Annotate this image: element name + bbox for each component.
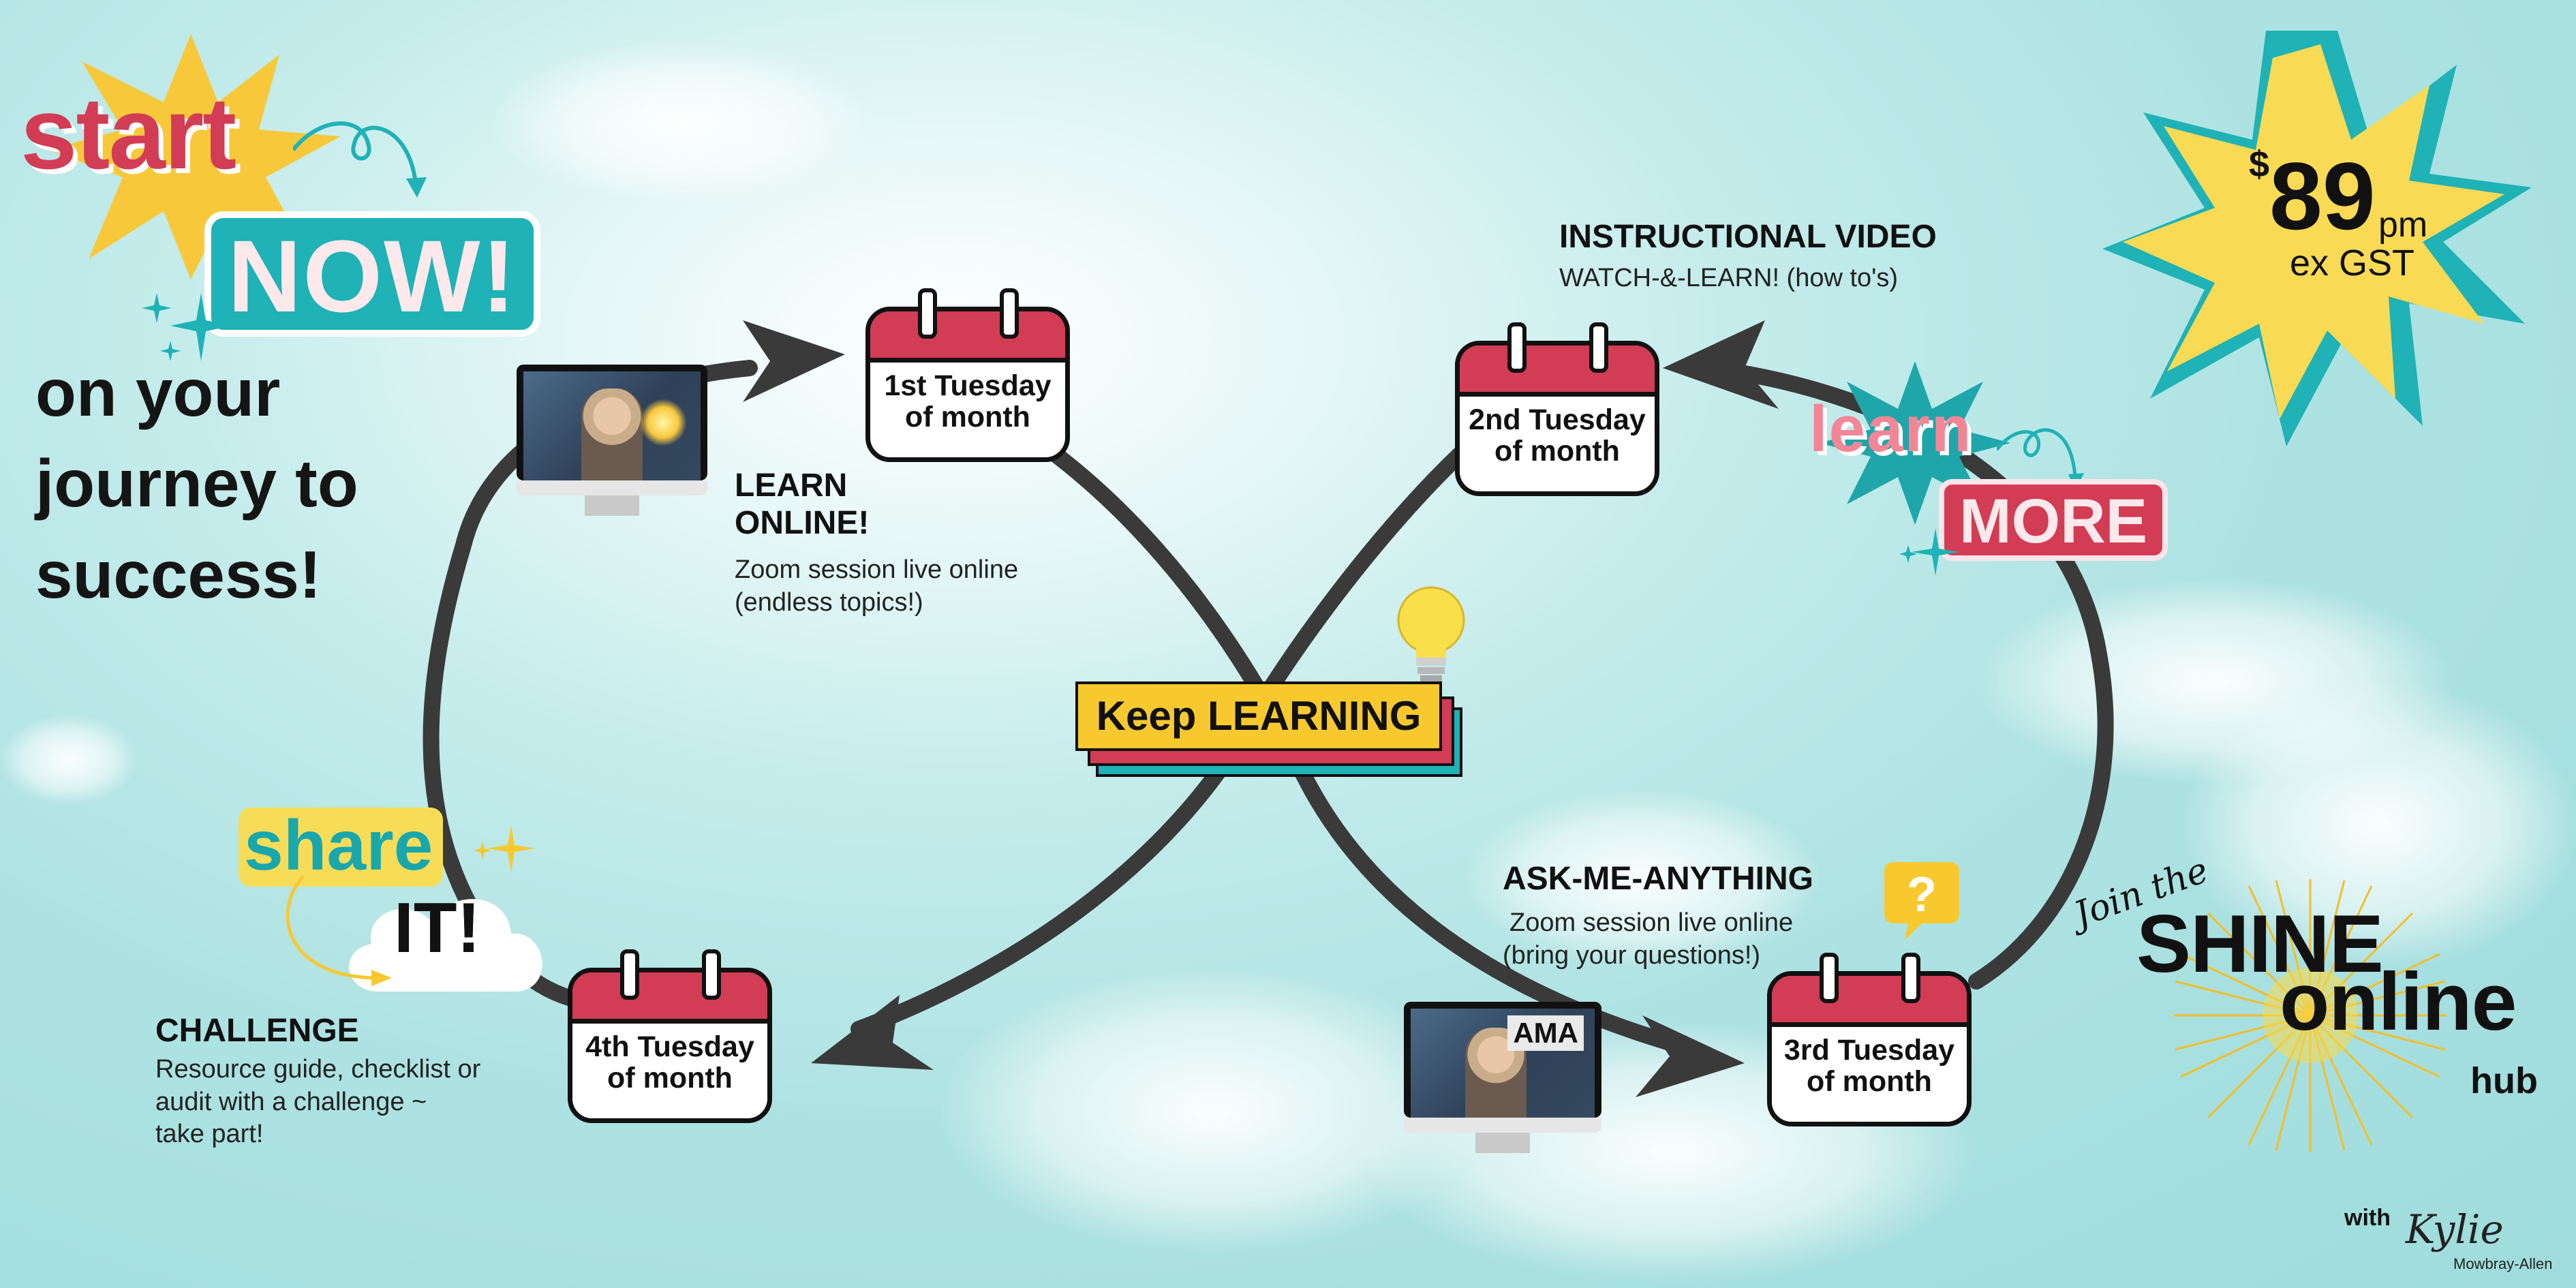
it-word: IT! bbox=[394, 889, 481, 968]
curve-arrow-icon bbox=[286, 876, 392, 986]
week1-heading-1: LEARN bbox=[735, 467, 848, 504]
week1-label-line1: 1st Tuesday bbox=[884, 369, 1052, 402]
week3-heading: ASK-ME-ANYTHING bbox=[1503, 861, 1813, 897]
week4-desc-3: take part! bbox=[155, 1120, 264, 1148]
week4-label-line2: of month bbox=[607, 1062, 733, 1095]
calendar-week3: 3rd Tuesday of month bbox=[1767, 953, 1972, 1126]
week1-desc-1: Zoom session live online bbox=[735, 555, 1019, 584]
week3-label-line1: 3rd Tuesday bbox=[1783, 1034, 1955, 1067]
arrow-to-week1 bbox=[743, 320, 845, 402]
hero-line-1: on your bbox=[35, 355, 281, 430]
cloud bbox=[0, 716, 136, 804]
svg-text:?: ? bbox=[1907, 868, 1937, 922]
week2-desc: WATCH-&-LEARN! (how to's) bbox=[1559, 264, 1899, 292]
week2-heading: INSTRUCTIONAL VIDEO bbox=[1559, 219, 1937, 255]
shine-label: SHINE bbox=[2136, 898, 2384, 990]
week2-label-line2: of month bbox=[1494, 435, 1620, 468]
week2-label-line1: 2nd Tuesday bbox=[1469, 403, 1646, 436]
sparkle-icon bbox=[142, 293, 232, 361]
week1-description: LEARN ONLINE! Zoom session live online (… bbox=[735, 467, 1018, 619]
video-monitor-icon bbox=[517, 365, 707, 516]
start-heading: start bbox=[20, 76, 236, 190]
ama-monitor-icon: AMA bbox=[1404, 1002, 1601, 1153]
surname-label: Mowbray-Allen bbox=[2453, 1255, 2553, 1272]
week4-label-line1: 4th Tuesday bbox=[585, 1030, 754, 1063]
week3-desc-1: Zoom session live online bbox=[1509, 908, 1794, 937]
cloud bbox=[1465, 791, 1820, 968]
week3-description: ASK-ME-ANYTHING Zoom session live online… bbox=[1503, 860, 1813, 972]
arrow-to-week4 bbox=[811, 995, 934, 1070]
price-tax: ex GST bbox=[2290, 243, 2415, 283]
week4-description: CHALLENGE Resource guide, checklist or a… bbox=[155, 1012, 480, 1151]
cloud bbox=[491, 41, 872, 204]
swirl-arrow-icon bbox=[293, 121, 427, 198]
with-label: with bbox=[2344, 1205, 2391, 1231]
arrow-to-week3 bbox=[1636, 1015, 1745, 1097]
ama-label: AMA bbox=[1507, 1015, 1584, 1051]
week2-description: INSTRUCTIONAL VIDEO WATCH-&-LEARN! (how … bbox=[1559, 218, 1937, 295]
arrow-to-week2 bbox=[1663, 320, 1779, 409]
price-burst-icon bbox=[2102, 31, 2532, 446]
learn-word: learn bbox=[1809, 393, 1973, 465]
calendar-week1: 1st Tuesday of month bbox=[865, 288, 1070, 462]
week1-desc-2: (endless topics!) bbox=[735, 587, 923, 617]
hub-label: hub bbox=[2470, 1060, 2538, 1101]
week4-heading: CHALLENGE bbox=[155, 1013, 359, 1049]
now-badge: NOW! bbox=[204, 211, 540, 337]
sparkle-icon bbox=[474, 825, 535, 872]
calendar-week4: 4th Tuesday of month bbox=[568, 949, 772, 1123]
hero-line-2: journey to bbox=[35, 446, 358, 521]
cloud-icon bbox=[349, 899, 542, 992]
price-currency: $ bbox=[2249, 144, 2270, 185]
week4-desc-2: audit with a challenge ~ bbox=[155, 1087, 427, 1116]
online-label: online bbox=[2280, 956, 2517, 1047]
signature: Kylie bbox=[2406, 1206, 2504, 1253]
share-badge: share bbox=[239, 808, 443, 887]
sparkle-icon bbox=[1899, 528, 1959, 576]
more-badge: MORE bbox=[1939, 479, 2168, 561]
week3-desc-2: (bring your questions!) bbox=[1503, 940, 1761, 970]
sunburst-icon bbox=[2174, 879, 2447, 1152]
week3-label-line2: of month bbox=[1807, 1065, 1932, 1099]
price-amount: 89 bbox=[2269, 142, 2376, 249]
hero-tagline: on your journey to success! bbox=[35, 348, 358, 620]
keep-learning-label: Keep LEARNING bbox=[1096, 693, 1422, 739]
price-period: pm bbox=[2378, 205, 2428, 245]
week4-desc-1: Resource guide, checklist or bbox=[155, 1055, 481, 1084]
calendar-week2: 2nd Tuesday of month bbox=[1455, 322, 1659, 496]
hero-line-3: success! bbox=[35, 536, 322, 612]
week1-label-line2: of month bbox=[905, 401, 1030, 434]
cloud bbox=[2181, 681, 2576, 968]
week1-heading-2: ONLINE! bbox=[735, 505, 870, 541]
question-mark-icon: ? bbox=[1884, 862, 1959, 940]
keep-learning-badge: Keep LEARNING bbox=[1075, 681, 1471, 784]
